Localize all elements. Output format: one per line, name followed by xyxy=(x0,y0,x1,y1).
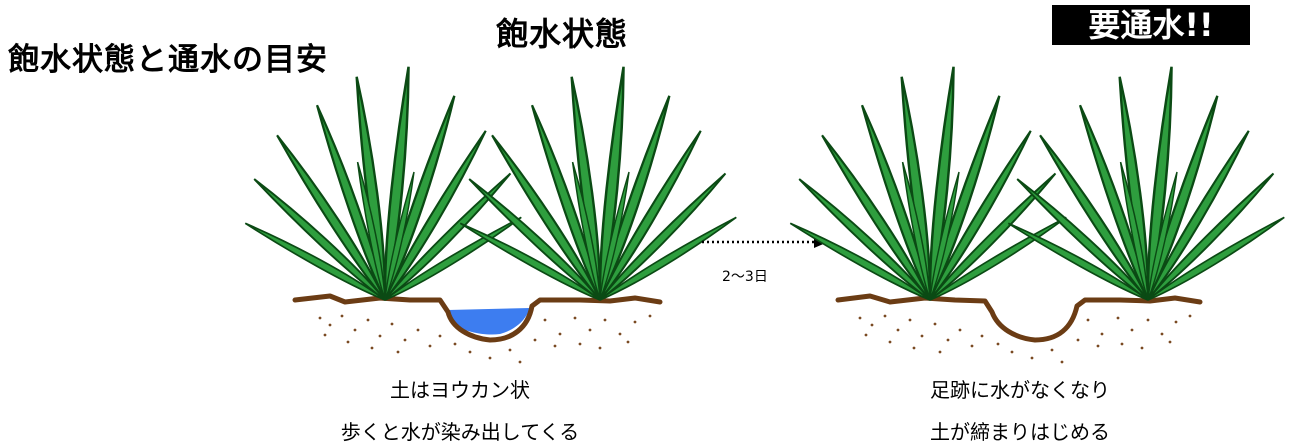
irrigation-needed-badge: 要通水!! xyxy=(1052,5,1250,45)
left-caption-line-2: 歩くと水が染み出してくる xyxy=(340,420,580,444)
saturated-state-heading: 飽水状態 xyxy=(496,15,629,53)
left-caption-line-1: 土はヨウカン状 xyxy=(390,378,530,402)
soil-dots-right xyxy=(858,314,1192,364)
soil-surface-right xyxy=(835,293,1203,343)
page-title: 飽水状態と通水の目安 xyxy=(8,42,328,78)
interval-label: 2～3日 xyxy=(722,269,768,285)
right-scene xyxy=(788,66,1286,364)
left-scene xyxy=(243,66,738,364)
soil-dots-left xyxy=(318,314,652,364)
soil-surface-left xyxy=(292,293,663,343)
water-pool xyxy=(448,308,530,335)
right-caption-line-2: 土が締まりはじめる xyxy=(930,420,1110,444)
right-caption-line-1: 足跡に水がなくなり xyxy=(930,378,1110,402)
plant-left-1 xyxy=(243,66,523,304)
transition-arrow xyxy=(702,236,828,248)
plant-right-2 xyxy=(1006,66,1286,304)
